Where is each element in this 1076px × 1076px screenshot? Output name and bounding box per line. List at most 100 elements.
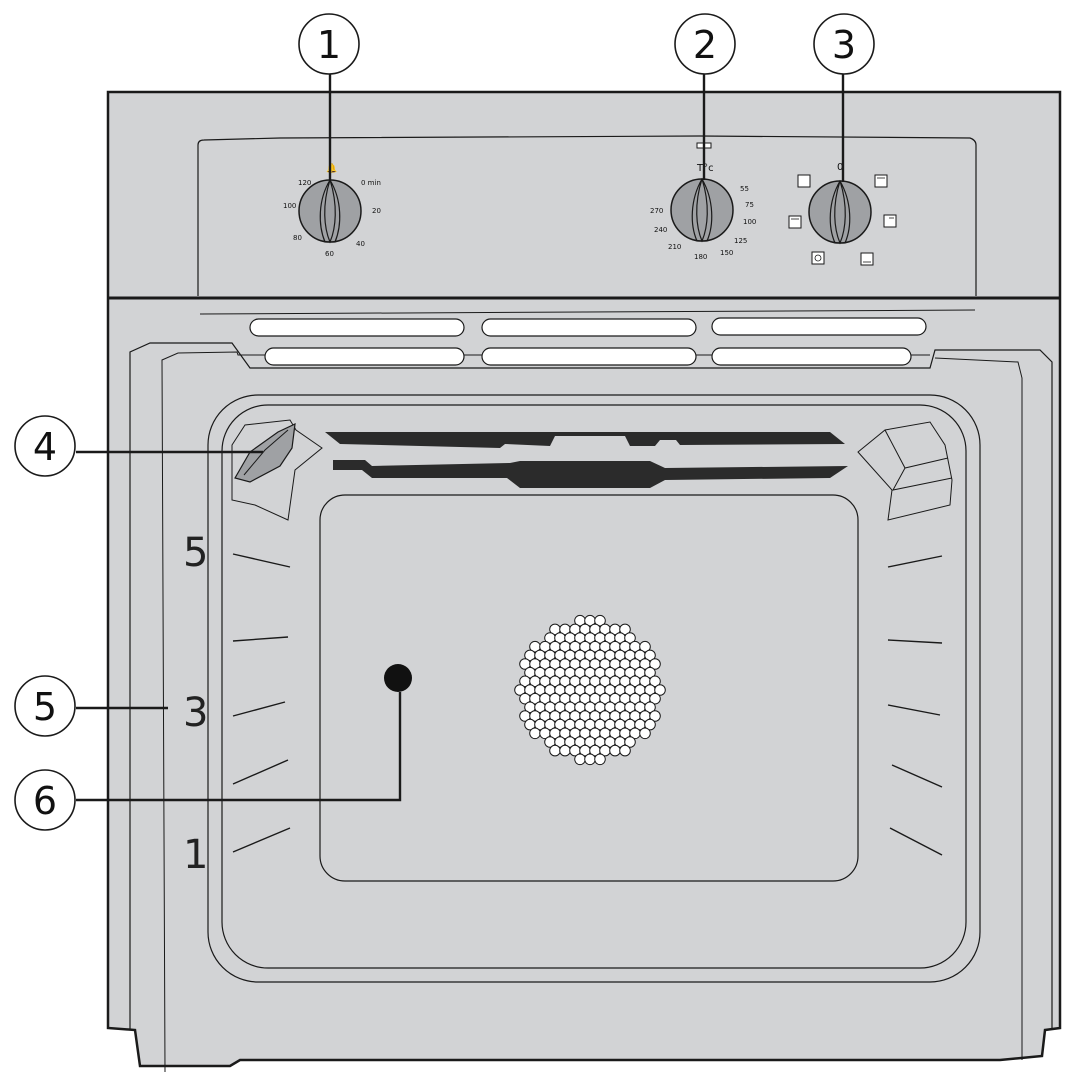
thermostat-label: 240 — [654, 226, 667, 234]
thermostat-label: 75 — [745, 201, 754, 209]
callout-number-4: 4 — [33, 425, 57, 469]
timer-knob[interactable] — [298, 179, 362, 243]
fan-hole — [559, 744, 571, 757]
back-panel — [319, 494, 859, 882]
vent-slot — [711, 347, 912, 366]
thermostat-label: 125 — [734, 237, 747, 245]
shelf-label-1: 1 — [183, 832, 208, 878]
oven-fan-icon — [788, 215, 802, 229]
thermostat-label: 150 — [720, 249, 733, 257]
callout-circles — [14, 13, 875, 831]
timer-bell-icon: 🔔 — [326, 163, 337, 174]
runner — [887, 704, 941, 716]
vent-slot — [711, 317, 927, 336]
oven-cavity-inner — [221, 404, 967, 969]
vent-slot — [249, 318, 465, 337]
control-panel — [197, 135, 977, 296]
runner — [889, 827, 943, 856]
thermostat-knob-grip — [691, 177, 713, 243]
selector-zero: 0 — [837, 162, 843, 173]
fan-hole — [644, 649, 656, 662]
timer-label: 0 min — [361, 179, 381, 187]
timer-label: 60 — [325, 250, 334, 258]
fan-hole — [639, 727, 651, 740]
fan-hole — [644, 666, 656, 679]
callout-circle-6 — [14, 769, 76, 831]
timer-label: 120 — [298, 179, 311, 187]
timer-label: 40 — [356, 240, 365, 248]
oven-cavity-outer — [207, 394, 981, 983]
fan-hole — [624, 632, 636, 644]
callout-leaders — [76, 74, 845, 802]
oven-defrost-icon — [811, 251, 825, 265]
top-heating-element — [325, 432, 845, 448]
thermostat-label: 100 — [743, 218, 756, 226]
runner — [887, 639, 943, 644]
fan-hole — [549, 744, 561, 757]
oven-bottom-icon — [860, 252, 874, 266]
selector-knob-grip — [829, 179, 851, 245]
timer-label: 80 — [293, 234, 302, 242]
timer-knob-grip — [319, 178, 341, 244]
callout-circle-3 — [813, 13, 875, 75]
fan-hole — [594, 753, 606, 766]
grill-element — [333, 460, 848, 488]
runner — [887, 555, 943, 568]
thermostat-knob[interactable] — [670, 178, 734, 242]
shelf-runners-right — [887, 555, 943, 856]
fan-hole — [639, 640, 651, 653]
timer-knob-group: 🔔 120 0 min 100 20 80 40 60 — [283, 163, 381, 258]
runner — [232, 636, 289, 642]
selector-knob[interactable] — [808, 180, 872, 244]
fan-hole — [619, 744, 631, 757]
fan-grille — [514, 614, 666, 766]
fan-hole — [649, 692, 661, 705]
fan-hole — [649, 710, 661, 722]
shelf-runners-left — [232, 553, 291, 853]
vent-slot — [481, 347, 697, 366]
fan-hole — [594, 614, 606, 627]
fan-hole — [644, 701, 656, 714]
runner — [891, 764, 943, 788]
door-vents — [249, 317, 927, 366]
right-corner-bracket — [857, 421, 953, 521]
leader-line-6 — [76, 692, 402, 802]
runner — [232, 701, 286, 717]
callout-number-6: 6 — [33, 779, 57, 823]
fan-hole — [654, 684, 666, 696]
vent-top-line — [199, 309, 976, 315]
oven-grill-icon — [883, 214, 897, 228]
fan-hole — [649, 675, 661, 688]
fan-hole — [584, 753, 596, 766]
fan-hole — [529, 727, 541, 740]
thermostat-label: 55 — [740, 185, 749, 193]
probe-socket — [384, 664, 412, 692]
fan-hole — [574, 753, 586, 766]
runner — [232, 759, 289, 785]
fan-hole — [624, 736, 636, 748]
thermostat-label: 270 — [650, 207, 663, 215]
oven-top-icon — [874, 174, 888, 188]
thermostat-label: 210 — [668, 243, 681, 251]
callout-circle-2 — [674, 13, 736, 75]
shelf-label-5: 5 — [183, 530, 208, 576]
shelf-label-3: 3 — [183, 690, 208, 736]
callout-number-2: 2 — [693, 23, 717, 67]
door-frame — [129, 342, 1053, 1030]
callout-circle-5 — [14, 675, 76, 737]
callout-number-3: 3 — [832, 23, 856, 67]
runner — [232, 553, 291, 568]
vent-slot — [481, 318, 697, 337]
fan-hole — [609, 744, 621, 757]
oven-lamp — [231, 419, 323, 521]
timer-label: 20 — [372, 207, 381, 215]
callout-circle-1 — [298, 13, 360, 75]
callout-circle-4 — [14, 415, 76, 477]
selector-knob-group: 0 — [788, 162, 897, 266]
vent-slot — [264, 347, 465, 366]
fan-hole — [644, 718, 656, 731]
fan-hole — [649, 658, 661, 670]
thermostat-label: 180 — [694, 253, 707, 261]
